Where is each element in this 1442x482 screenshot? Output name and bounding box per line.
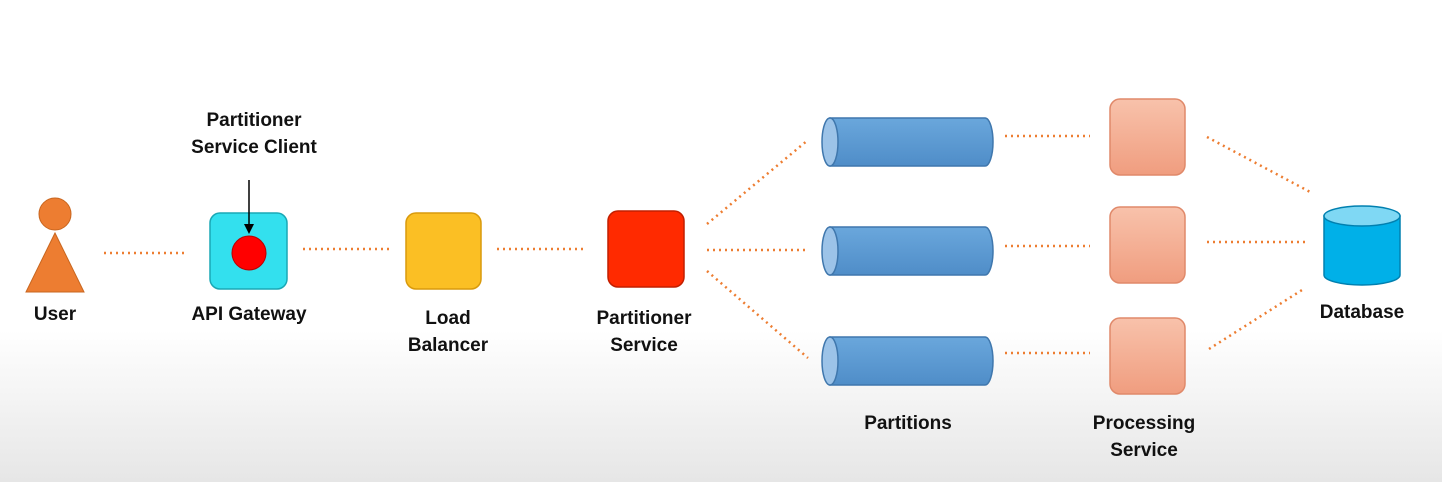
connector-processing-1-database [1206,135,1313,195]
processing-service-1 [1109,98,1186,176]
connector-partitioner-partition-3 [706,270,809,359]
partition-1 [821,117,994,167]
label-partitions: Partitions [864,413,952,434]
partitioner-service-box [607,210,685,288]
label-user: User [33,304,77,325]
label-load-balancer: Load Balancer [407,308,489,356]
processing-service-3 [1109,317,1186,395]
label-api-gateway: API Gateway [191,304,307,325]
processing-service-2 [1109,206,1186,284]
label-processing-service: Processing Service [1092,413,1196,461]
partitioner-client-dot [231,235,267,271]
user-icon [25,197,85,293]
api-gateway-box [209,212,288,290]
connector-processing-3-database [1208,288,1303,351]
database-icon [1323,205,1401,286]
connectors [104,134,1313,359]
label-partitioner-service-client: Partitioner Service Client [191,110,317,158]
partition-2 [821,226,994,276]
label-partitioner-service: Partitioner Service [596,308,692,356]
partition-3 [821,336,994,386]
load-balancer-box [405,212,482,290]
label-database: Database [1319,302,1405,323]
connector-partitioner-partition-1 [706,139,809,225]
